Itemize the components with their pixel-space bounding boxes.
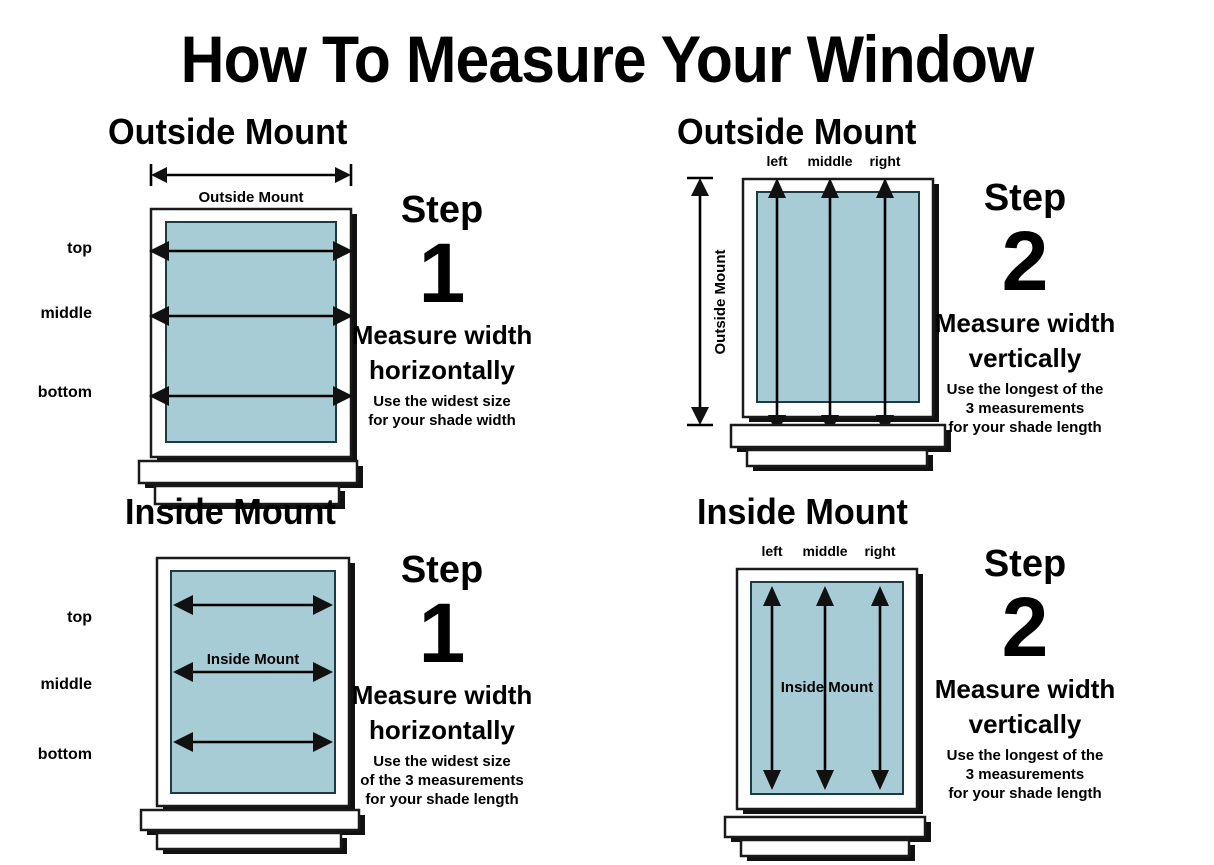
measure-label-left: left — [767, 153, 788, 169]
step-instruction-line-2: horizontally — [369, 355, 515, 385]
measure-arrow-middle — [816, 586, 834, 790]
measure-label-middle: middle — [40, 305, 92, 322]
measure-label-right: right — [864, 543, 895, 559]
step-note-line-2: for your shade width — [368, 412, 516, 429]
window-sill — [137, 459, 359, 485]
step-instruction-line-1: Measure width — [934, 308, 1116, 338]
window-apron — [739, 838, 911, 858]
window-glass — [750, 581, 904, 795]
step-instruction-line-2: vertically — [968, 343, 1082, 373]
step-number: 2 — [1001, 580, 1049, 674]
step-instruction-line-2: vertically — [968, 709, 1082, 739]
dimension-label-inside-mount: Inside Mount — [781, 679, 874, 696]
measure-arrow-top — [173, 595, 333, 615]
step-word: Step — [400, 189, 484, 231]
panel-inside-mount-step-1: Inside Mount Inside Mount — [0, 492, 607, 862]
measure-arrow-right — [871, 586, 889, 790]
measure-arrow-middle — [173, 662, 333, 682]
measure-label-middle: middle — [807, 153, 852, 169]
step-instruction-line-1: Measure width — [351, 320, 533, 350]
window-sill — [139, 808, 361, 832]
measure-arrow-top — [149, 241, 353, 261]
window-diagram-outside-horizontal: Outside Mount — [85, 154, 385, 509]
panel-heading: Outside Mount — [677, 111, 917, 152]
step-note-line-2: of the 3 measurements — [360, 772, 524, 789]
measure-label-bottom: bottom — [37, 384, 92, 401]
window-glass — [170, 570, 336, 794]
window-apron — [153, 484, 341, 506]
step-word: Step — [400, 549, 484, 591]
measure-arrow-middle — [149, 306, 353, 326]
measure-label-middle: middle — [40, 676, 92, 693]
step-note-line-1: Use the longest of the — [946, 381, 1104, 398]
panel-heading: Inside Mount — [125, 491, 336, 532]
measure-arrow-bottom — [173, 732, 333, 752]
measure-label-bottom: bottom — [37, 746, 92, 763]
window-sill — [729, 423, 947, 449]
window-glass — [165, 221, 337, 443]
measure-label-top: top — [67, 240, 92, 257]
step-word: Step — [983, 177, 1067, 219]
measure-arrow-left — [763, 586, 781, 790]
step-block: Step 1 Measure width horizontally Use th… — [332, 550, 552, 809]
step-note-line-1: Use the longest of the — [946, 747, 1104, 764]
panel-inside-mount-step-2: Inside Mount left middle right — [607, 492, 1214, 862]
window-glass — [756, 191, 920, 403]
measure-label-right: right — [869, 153, 900, 169]
step-number: 1 — [418, 226, 466, 320]
measure-label-middle: middle — [802, 543, 847, 559]
measure-arrow-bottom — [149, 386, 353, 406]
step-instruction-line-1: Measure width — [351, 680, 533, 710]
step-number: 2 — [1001, 214, 1049, 308]
step-note-line-3: for your shade length — [948, 785, 1102, 802]
window-diagram-inside-horizontal: Inside Mount — [85, 547, 385, 854]
step-block: Step 1 Measure width horizontally Use th… — [332, 190, 552, 430]
window-apron — [155, 831, 343, 851]
step-block: Step 2 Measure width vertically Use the … — [915, 178, 1135, 437]
dimension-arrow-outside-height — [687, 176, 713, 427]
panel-outside-mount-step-2: Outside Mount Outside Mount left middle … — [607, 112, 1214, 472]
page-title: How To Measure Your Window — [180, 22, 1035, 96]
measure-label-top: top — [67, 609, 92, 626]
step-instruction-line-2: horizontally — [369, 715, 515, 745]
measure-label-left: left — [762, 543, 783, 559]
window-apron — [745, 448, 929, 468]
window-diagram-outside-vertical: Outside Mount left middle right — [667, 153, 987, 471]
step-instruction-line-1: Measure width — [934, 674, 1116, 704]
window-diagram-inside-vertical: left middle right — [677, 543, 997, 861]
step-number: 1 — [418, 586, 466, 680]
panel-heading: Inside Mount — [697, 491, 908, 532]
step-note-line-1: Use the widest size — [373, 753, 511, 770]
dimension-label-outside-mount: Outside Mount — [712, 250, 729, 355]
dimension-label-outside-mount: Outside Mount — [199, 189, 304, 206]
step-block: Step 2 Measure width vertically Use the … — [915, 544, 1135, 803]
dimension-label-inside-mount: Inside Mount — [207, 651, 300, 668]
step-note-line-3: for your shade length — [948, 419, 1102, 436]
step-note-line-2: 3 measurements — [965, 766, 1085, 783]
step-word: Step — [983, 543, 1067, 585]
window-sill — [723, 815, 927, 839]
step-note-line-2: 3 measurements — [965, 400, 1085, 417]
step-note-line-3: for your shade length — [365, 791, 519, 808]
panel-outside-mount-step-1: Outside Mount Outside Mount — [0, 111, 607, 509]
panel-heading: Outside Mount — [108, 111, 348, 152]
dimension-arrow-outside-width — [149, 164, 353, 186]
step-note-line-1: Use the widest size — [373, 393, 511, 410]
